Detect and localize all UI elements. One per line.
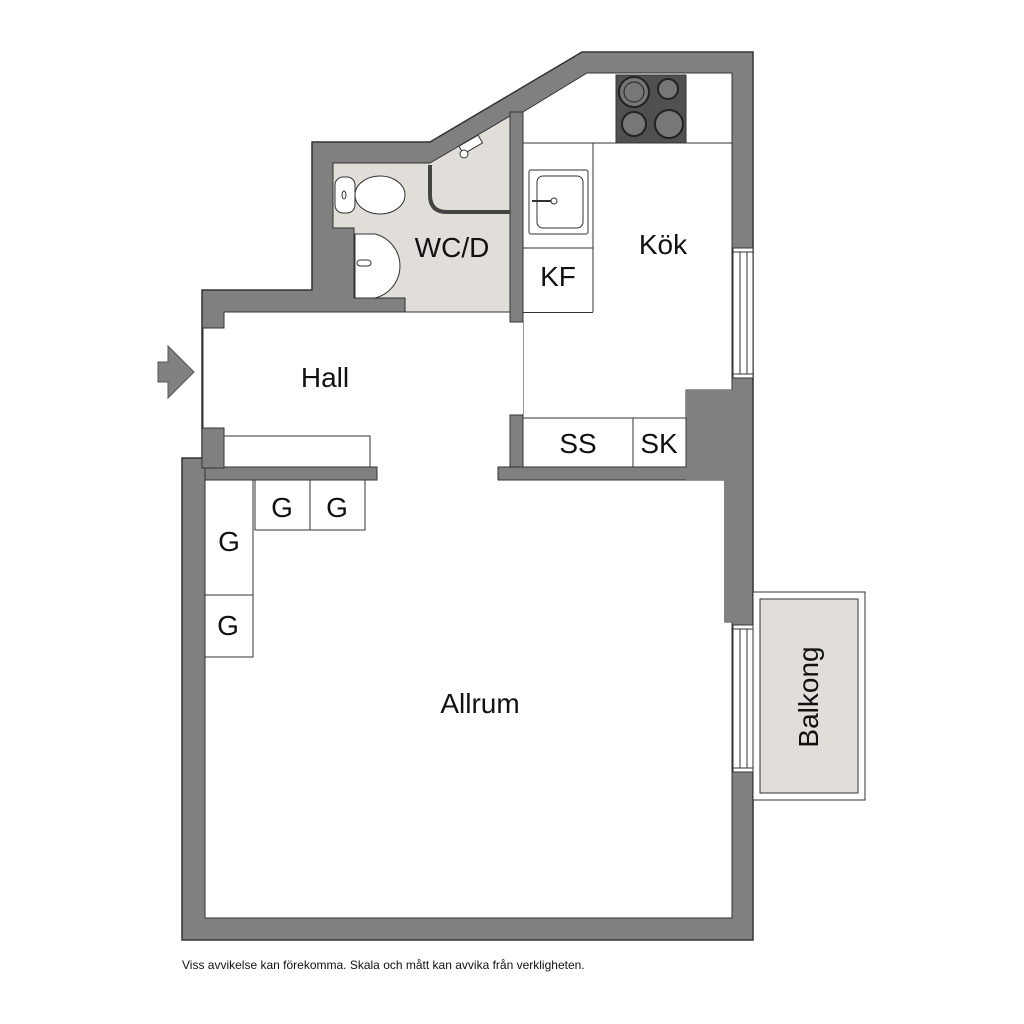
hall-allrum-opening — [378, 466, 497, 481]
wall-segment — [204, 466, 378, 481]
wardrobe — [309, 479, 366, 531]
entrance-arrow-icon — [157, 344, 195, 400]
wardrobe — [254, 479, 311, 531]
disclaimer-text: Viss avvikelse kan förekomma. Skala och … — [182, 958, 585, 972]
fixture-label-sk: SK — [640, 428, 678, 459]
hall-shelf — [223, 435, 371, 468]
wall-pillar — [686, 390, 726, 480]
wardrobe-label: G — [218, 526, 240, 557]
fixture-label-ss: SS — [559, 428, 596, 459]
stove-icon — [615, 74, 687, 144]
wardrobe-label: G — [271, 492, 293, 523]
room-label-bathroom: WC/D — [415, 232, 490, 263]
room-label-living-room: Allrum — [440, 688, 519, 719]
room-label-pantry: KF — [540, 261, 576, 292]
wardrobes — [204, 479, 366, 658]
wall-stub — [201, 427, 225, 469]
storage-counter — [522, 417, 687, 468]
wardrobe-label: G — [217, 610, 239, 641]
wardrobe — [204, 479, 254, 596]
window-kitchen — [732, 247, 754, 379]
wardrobe-label: G — [326, 492, 348, 523]
room-label-kitchen: Kök — [639, 229, 688, 260]
shower-head-icon — [458, 134, 484, 159]
kitchen-sink-icon — [528, 169, 589, 235]
wall-stub — [509, 414, 524, 469]
wall-pillar — [724, 390, 734, 622]
room-label-balcony: Balkong — [793, 646, 824, 747]
washbasin-icon — [354, 233, 401, 299]
room-label-hall: Hall — [301, 362, 349, 393]
bath-kitchen-wall — [509, 111, 524, 323]
balcony-floor — [759, 598, 859, 794]
window-living-room — [732, 624, 754, 773]
wardrobe — [204, 594, 254, 658]
kitchen-hall-opening — [511, 322, 523, 414]
shower-screen — [428, 165, 510, 214]
toilet-icon — [334, 175, 406, 215]
